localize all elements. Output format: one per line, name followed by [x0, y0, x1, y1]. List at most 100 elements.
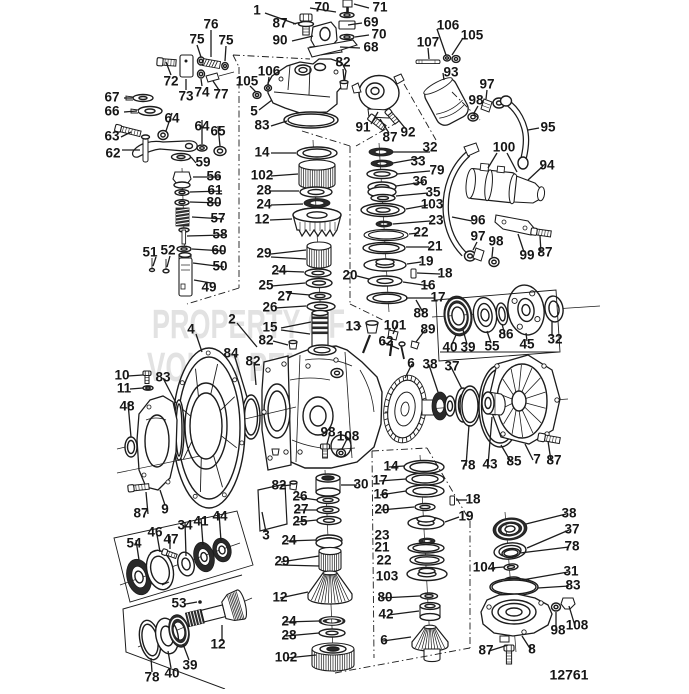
svg-text:106: 106: [437, 18, 460, 33]
svg-text:45: 45: [519, 337, 535, 352]
svg-text:89: 89: [420, 322, 435, 337]
svg-text:57: 57: [210, 211, 225, 226]
svg-text:46: 46: [147, 525, 163, 540]
svg-text:86: 86: [498, 327, 514, 342]
svg-text:22: 22: [376, 553, 391, 568]
svg-text:78: 78: [144, 670, 160, 685]
svg-text:106: 106: [258, 64, 281, 79]
svg-text:21: 21: [427, 239, 443, 254]
svg-text:47: 47: [163, 532, 178, 547]
svg-text:87: 87: [382, 130, 397, 145]
svg-text:103: 103: [421, 197, 444, 212]
svg-text:105: 105: [461, 28, 484, 43]
svg-text:22: 22: [413, 225, 428, 240]
svg-text:18: 18: [437, 266, 453, 281]
svg-text:88: 88: [413, 306, 429, 321]
svg-text:62: 62: [105, 146, 120, 161]
svg-text:97: 97: [470, 229, 485, 244]
svg-text:43: 43: [482, 457, 498, 472]
svg-text:92: 92: [400, 125, 415, 140]
svg-text:44: 44: [212, 509, 228, 524]
svg-text:80: 80: [377, 590, 392, 605]
svg-text:12: 12: [254, 212, 269, 227]
svg-text:91: 91: [355, 120, 371, 135]
svg-text:54: 54: [126, 536, 142, 551]
svg-text:56: 56: [206, 169, 222, 184]
svg-text:41: 41: [193, 514, 209, 529]
svg-text:98: 98: [550, 623, 566, 638]
svg-text:75: 75: [218, 33, 234, 48]
svg-text:12761: 12761: [550, 667, 589, 683]
svg-text:67: 67: [104, 90, 119, 105]
svg-text:97: 97: [479, 77, 494, 92]
svg-text:85: 85: [506, 454, 522, 469]
svg-text:52: 52: [160, 243, 175, 258]
svg-text:65: 65: [210, 124, 226, 139]
svg-text:60: 60: [211, 243, 226, 258]
svg-text:99: 99: [519, 248, 534, 263]
svg-text:82: 82: [258, 333, 273, 348]
svg-text:108: 108: [566, 618, 589, 633]
svg-text:104: 104: [473, 560, 496, 575]
svg-text:20: 20: [342, 268, 357, 283]
svg-text:39: 39: [182, 658, 197, 673]
svg-text:6: 6: [380, 633, 388, 648]
svg-text:82: 82: [335, 55, 350, 70]
svg-text:34: 34: [177, 518, 193, 533]
svg-text:19: 19: [418, 254, 433, 269]
svg-text:12: 12: [210, 637, 225, 652]
svg-text:3: 3: [262, 528, 270, 543]
svg-text:2: 2: [228, 312, 236, 327]
svg-text:105: 105: [236, 74, 259, 89]
svg-text:24: 24: [271, 263, 287, 278]
svg-text:6: 6: [407, 356, 415, 371]
svg-text:78: 78: [460, 458, 476, 473]
svg-text:49: 49: [201, 280, 216, 295]
svg-text:71: 71: [372, 0, 388, 15]
svg-text:25: 25: [258, 278, 274, 293]
svg-text:37: 37: [564, 522, 579, 537]
svg-text:93: 93: [443, 65, 459, 80]
svg-text:82: 82: [245, 354, 260, 369]
svg-text:5: 5: [250, 104, 258, 119]
svg-text:78: 78: [564, 539, 580, 554]
svg-text:8: 8: [528, 642, 536, 657]
svg-text:87: 87: [537, 245, 552, 260]
svg-text:32: 32: [547, 332, 562, 347]
svg-text:40: 40: [442, 340, 457, 355]
svg-text:83: 83: [155, 370, 171, 385]
svg-text:29: 29: [274, 554, 289, 569]
svg-text:9: 9: [161, 502, 169, 517]
svg-text:39: 39: [460, 340, 475, 355]
svg-text:17: 17: [372, 473, 387, 488]
svg-text:72: 72: [163, 74, 178, 89]
svg-text:84: 84: [223, 346, 239, 361]
svg-text:14: 14: [254, 145, 270, 160]
svg-text:48: 48: [119, 399, 135, 414]
svg-text:66: 66: [104, 104, 120, 119]
svg-text:20: 20: [374, 502, 389, 517]
svg-text:90: 90: [272, 33, 287, 48]
svg-text:63: 63: [104, 129, 120, 144]
svg-text:12: 12: [272, 590, 287, 605]
svg-text:51: 51: [142, 245, 158, 260]
svg-text:13: 13: [345, 319, 361, 334]
svg-text:28: 28: [281, 628, 297, 643]
svg-text:33: 33: [410, 154, 426, 169]
svg-text:95: 95: [540, 120, 556, 135]
svg-text:37: 37: [444, 359, 459, 374]
svg-text:98: 98: [320, 425, 336, 440]
svg-text:14: 14: [383, 459, 399, 474]
svg-text:38: 38: [561, 506, 577, 521]
svg-text:62: 62: [378, 334, 393, 349]
svg-text:74: 74: [194, 85, 210, 100]
svg-text:58: 58: [212, 227, 228, 242]
svg-text:38: 38: [422, 357, 438, 372]
svg-text:30: 30: [353, 477, 368, 492]
svg-text:101: 101: [384, 318, 407, 333]
svg-text:108: 108: [337, 429, 360, 444]
svg-text:19: 19: [458, 509, 473, 524]
svg-text:50: 50: [212, 259, 227, 274]
svg-text:32: 32: [422, 140, 437, 155]
svg-text:59: 59: [195, 155, 210, 170]
